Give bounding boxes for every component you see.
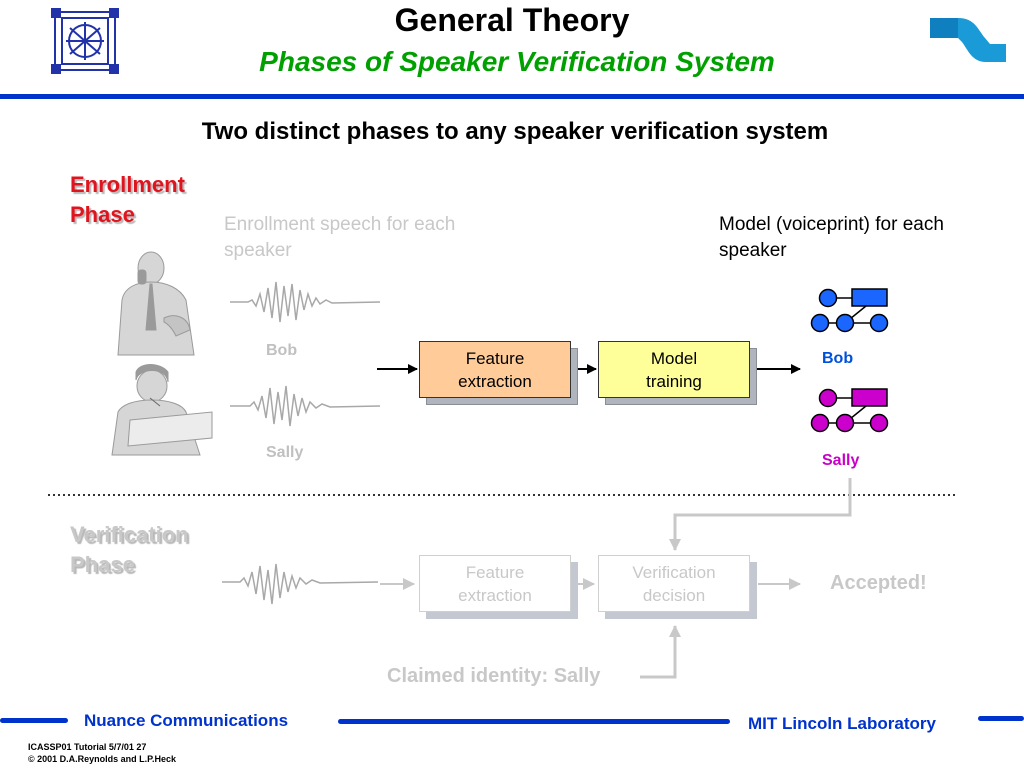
model-label-bob: Bob — [822, 350, 854, 367]
header-rule — [0, 94, 1024, 99]
verification-decision-label: Verification decision — [632, 562, 716, 605]
speech-waveform-verify — [222, 563, 379, 605]
bob-model-graph — [810, 288, 889, 333]
footer-tutorial-note: ICASSP01 Tutorial 5/7/01 27 — [28, 742, 147, 752]
sally-model-graph — [810, 388, 889, 433]
speaker-label-bob: Bob — [266, 342, 298, 359]
model-to-decision-connector — [669, 478, 852, 551]
verify-feature-extraction-label: Feature extraction — [458, 562, 532, 605]
speaker-label-sally: Sally — [266, 444, 304, 461]
intro-text: Two distinct phases to any speaker verif… — [201, 118, 829, 145]
footer-right-text: MIT Lincoln Laboratory — [748, 714, 936, 733]
claimed-identity-text: Claimed identity: Sally — [387, 665, 601, 687]
speech-waveform-sally — [230, 385, 381, 427]
footer-left-text: Nuance Communications — [84, 711, 289, 730]
claim-connector — [640, 625, 681, 679]
model-label-sally: Sally — [822, 452, 860, 469]
footer-bar-left — [0, 718, 68, 723]
feature-extraction-box: Feature extraction — [419, 341, 571, 398]
slide-subtitle: Phases of Speaker Verification System — [259, 46, 775, 77]
footer-bar-right — [978, 716, 1024, 721]
enrollment-phase-label: Enrollment Phase — [70, 172, 185, 227]
nuance-logo — [930, 18, 1006, 62]
slide-title: General Theory — [394, 2, 630, 38]
mit-ll-logo — [51, 8, 119, 74]
speech-waveform-bob — [230, 281, 381, 323]
footer-copyright: © 2001 D.A.Reynolds and L.P.Heck — [28, 754, 177, 764]
bob-figure — [117, 251, 195, 356]
footer-bar-middle — [338, 719, 730, 724]
verification-decision-box: Verification decision — [598, 555, 750, 612]
sally-figure — [111, 364, 213, 456]
feature-extraction-label: Feature extraction — [458, 348, 532, 391]
verification-phase-label: Verification Phase — [70, 522, 189, 577]
result-text: Accepted! — [830, 572, 927, 594]
enrollment-speech-caption: Enrollment speech for each speaker — [224, 214, 456, 261]
model-training-box: Model training — [598, 341, 750, 398]
model-caption: Model (voiceprint) for each speaker — [719, 214, 944, 261]
verify-feature-extraction-box: Feature extraction — [419, 555, 571, 612]
model-training-label: Model training — [646, 348, 702, 391]
